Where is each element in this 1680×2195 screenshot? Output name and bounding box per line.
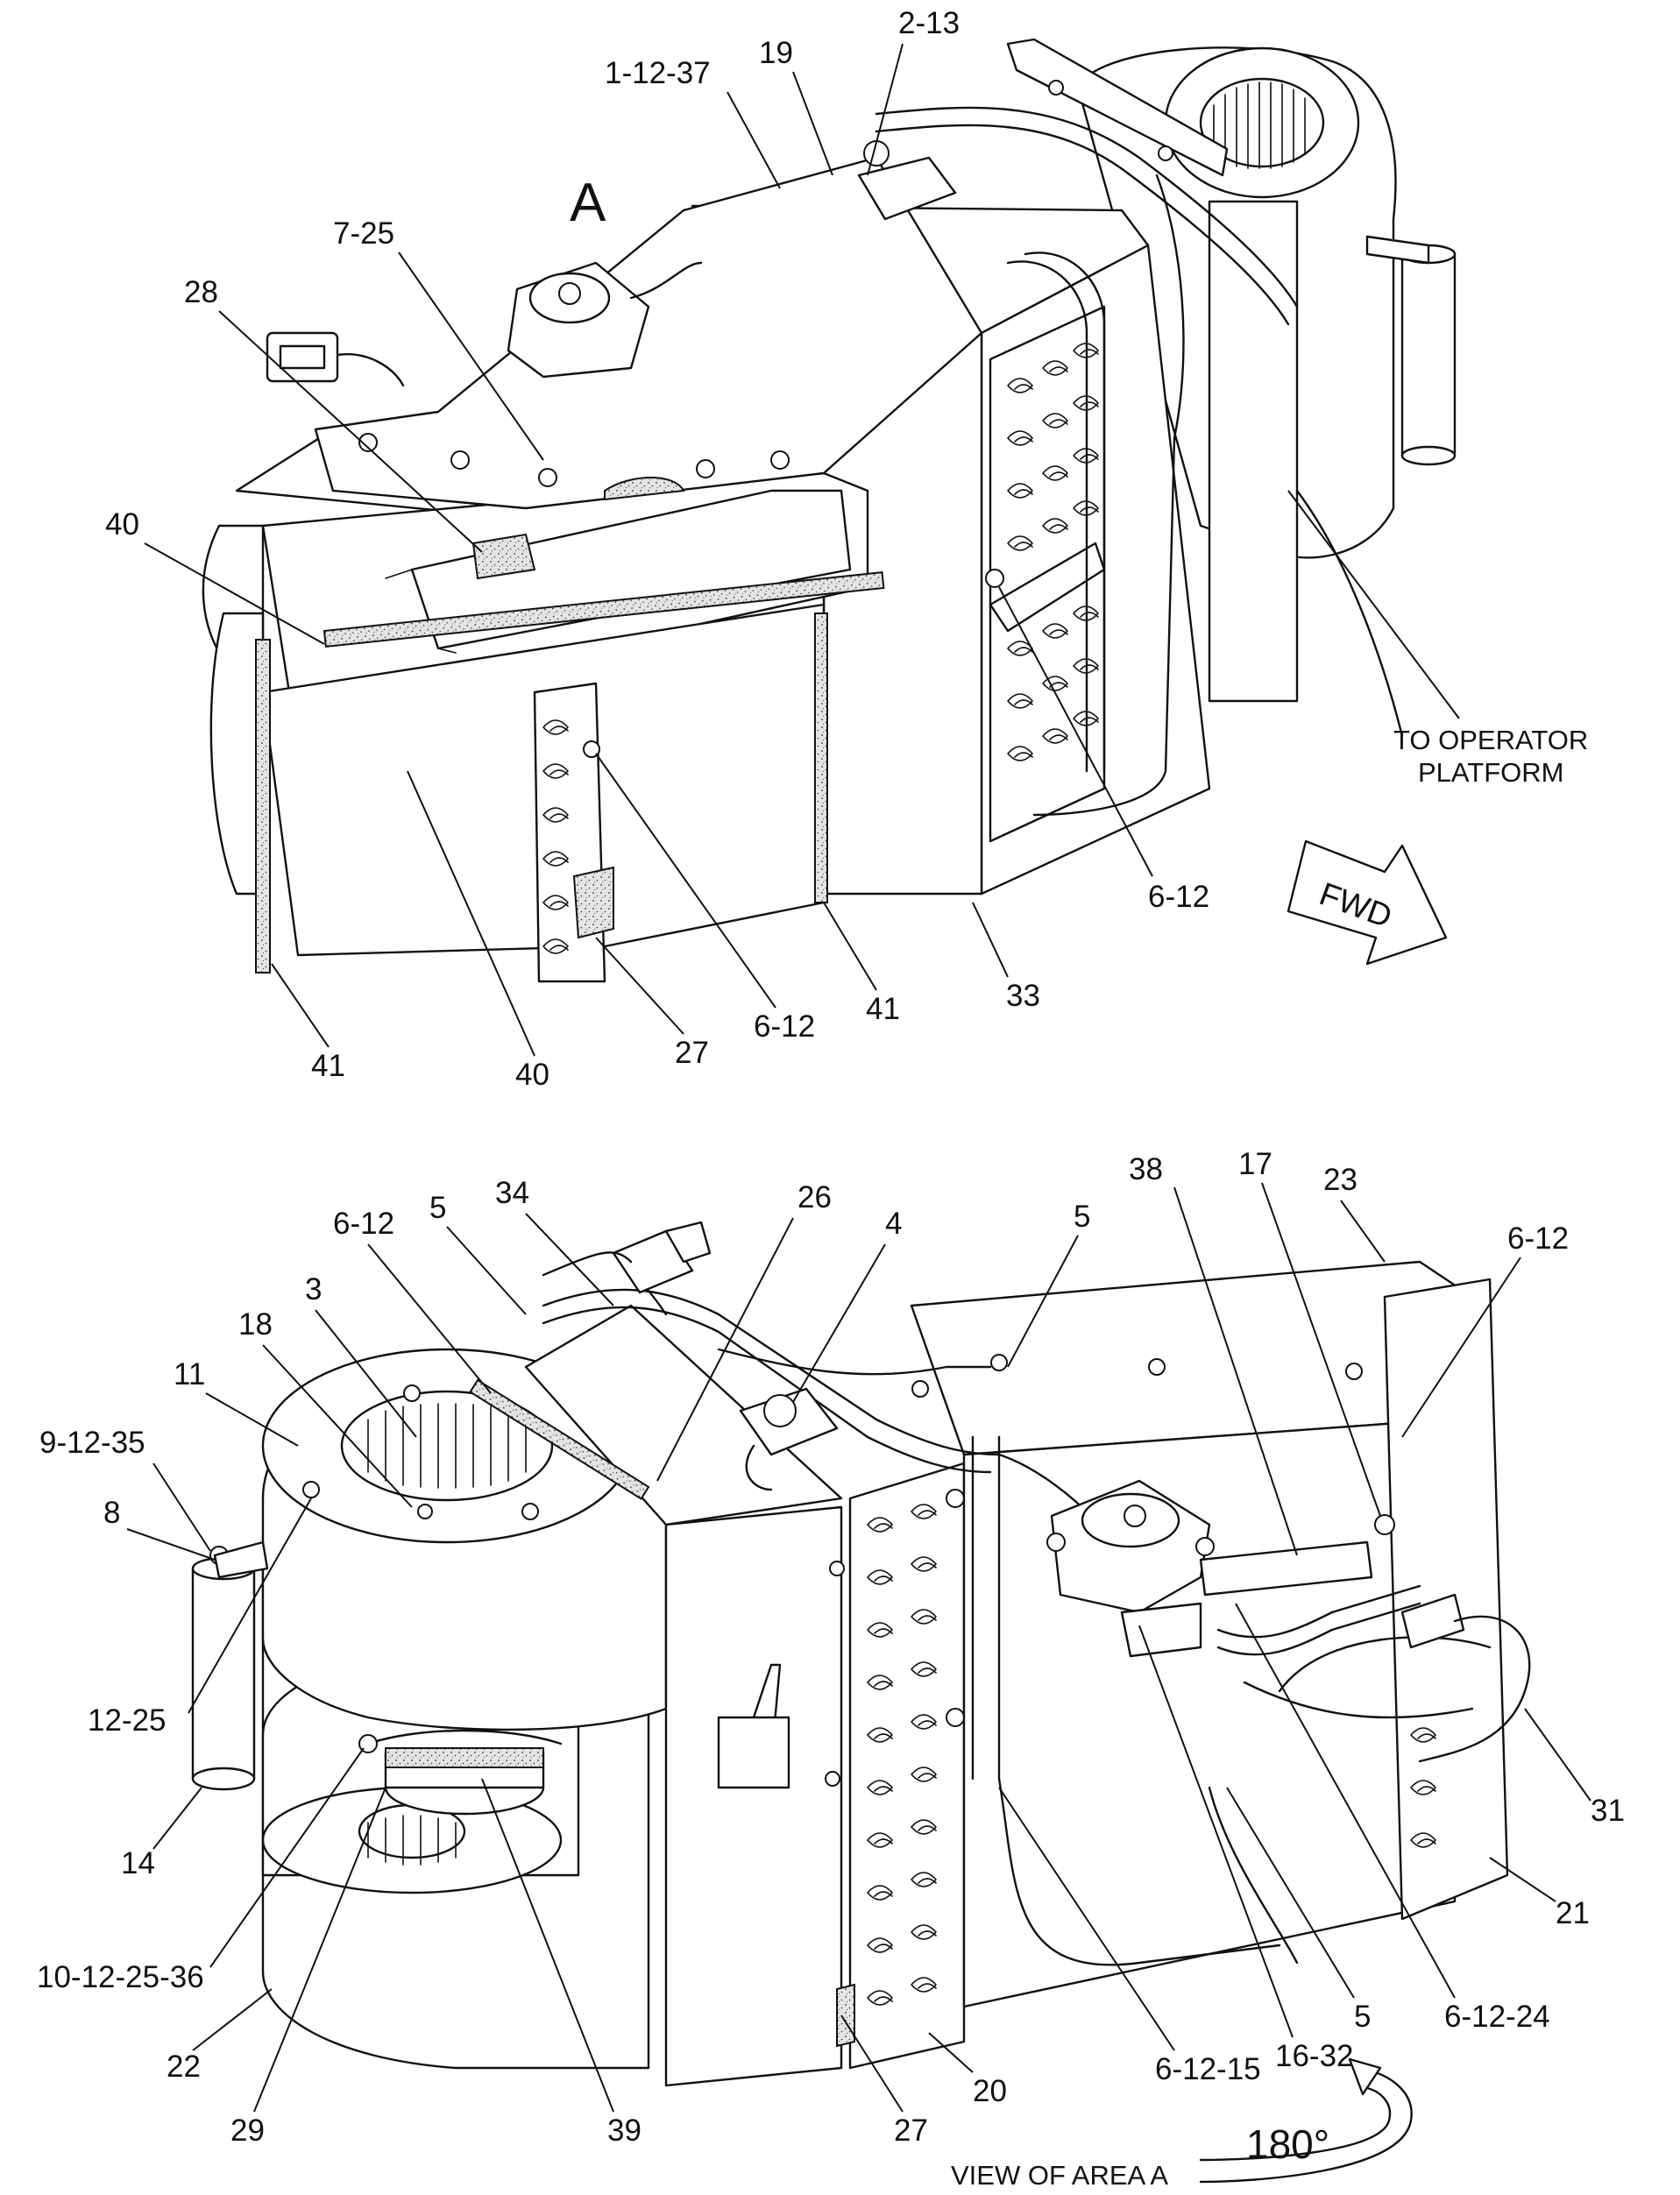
callout-40-lower: 40 — [515, 1058, 549, 1092]
heater-core-coil-right — [985, 305, 1106, 843]
fwd-arrow: FWD — [1287, 839, 1448, 966]
callout-26: 26 — [797, 1180, 832, 1214]
callout-38: 38 — [1129, 1152, 1163, 1186]
blower-housing-upper — [261, 1348, 668, 1731]
callout-40-upper: 40 — [105, 507, 139, 542]
callout-21: 21 — [1556, 1896, 1590, 1930]
receiver-dryer-right — [1365, 235, 1457, 466]
callout-31: 31 — [1591, 1794, 1625, 1828]
callout-6-12-right: 6-12 — [1507, 1221, 1569, 1256]
top-view-callouts: A 1-12-37 2-13 19 7-25 28 40 40 41 41 27… — [105, 6, 1588, 1092]
callout-39: 39 — [607, 2114, 642, 2148]
callout-20: 20 — [973, 2074, 1007, 2108]
note-to-operator-line1: TO OPERATOR — [1393, 725, 1588, 755]
callout-4: 4 — [885, 1207, 902, 1241]
heater-core-coil-lower — [836, 1462, 966, 2070]
callout-7-25: 7-25 — [333, 216, 394, 251]
bottom-view-illustration — [191, 1221, 1531, 2087]
hose-to-operator-platform — [1295, 489, 1404, 738]
note-to-operator-line2: PLATFORM — [1418, 757, 1564, 788]
callout-18: 18 — [238, 1307, 273, 1342]
connector-31 — [1400, 1593, 1531, 1763]
callout-28: 28 — [184, 275, 218, 309]
callout-5-bottom: 5 — [1354, 2000, 1371, 2034]
callout-19: 19 — [759, 36, 793, 70]
callout-16-32: 16-32 — [1275, 2039, 1354, 2073]
foam-seal-41-left — [255, 639, 271, 974]
receiver-dryer-left — [191, 1540, 269, 1791]
foam-seal-40-top — [323, 571, 885, 648]
bottom-view-callouts: 34 26 4 5 5 5 38 17 23 6-12 6-12 3 18 11… — [37, 1147, 1625, 2191]
callout-9-12-35: 9-12-35 — [39, 1426, 145, 1460]
callout-23: 23 — [1323, 1163, 1357, 1197]
callout-34: 34 — [495, 1176, 529, 1210]
top-view-illustration — [202, 38, 1457, 983]
thermostat-switch — [857, 140, 957, 221]
callout-14: 14 — [121, 1846, 155, 1880]
center-housing — [524, 1304, 845, 2087]
left-housing — [202, 524, 826, 983]
callout-5-left: 5 — [429, 1191, 446, 1225]
callout-6-12-24: 6-12-24 — [1444, 2000, 1550, 2034]
callout-6-12-left: 6-12 — [754, 1009, 815, 1044]
callout-41-left: 41 — [311, 1049, 345, 1083]
callout-11: 11 — [174, 1357, 205, 1391]
callout-17: 17 — [1238, 1147, 1272, 1181]
view-of-area-a-label: VIEW OF AREA A — [951, 2160, 1168, 2191]
callout-41-right: 41 — [866, 992, 900, 1026]
callout-8: 8 — [103, 1496, 120, 1530]
callout-12-25: 12-25 — [88, 1703, 167, 1738]
blower-motor — [358, 1729, 563, 1816]
foam-seal-26 — [469, 1378, 650, 1500]
callout-6-12-left: 6-12 — [333, 1207, 394, 1241]
callout-5-center: 5 — [1074, 1200, 1090, 1234]
callout-10-12-25-36: 10-12-25-36 — [37, 1960, 204, 1994]
callout-6-12-right: 6-12 — [1148, 880, 1209, 914]
callout-3: 3 — [305, 1272, 322, 1306]
callout-27-bottom: 27 — [894, 2114, 928, 2148]
electrical-connector-lower — [542, 1221, 712, 1294]
callout-29: 29 — [230, 2114, 265, 2148]
callout-1-12-37: 1-12-37 — [605, 56, 711, 90]
hoses-upper — [875, 106, 1299, 817]
rotation-label: 180° — [1246, 2121, 1329, 2167]
expansion-valve-top — [507, 261, 703, 379]
callout-6-12-15: 6-12-15 — [1155, 2052, 1261, 2086]
callout-2-13: 2-13 — [898, 6, 960, 40]
rotation-arrow: 180° — [1199, 2057, 1413, 2184]
expansion-valve-lower — [1046, 1479, 1395, 1658]
rear-mounting-bracket — [1006, 38, 1229, 177]
area-a-label: A — [570, 173, 606, 233]
electrical-connector-top — [266, 331, 405, 387]
callout-22: 22 — [167, 2050, 201, 2084]
foam-seal-28 — [471, 533, 536, 580]
foam-seal-41-right — [814, 612, 828, 903]
thermostat-connector-lower — [739, 1387, 839, 1491]
callout-33: 33 — [1006, 979, 1040, 1013]
callout-27-top: 27 — [675, 1036, 709, 1070]
